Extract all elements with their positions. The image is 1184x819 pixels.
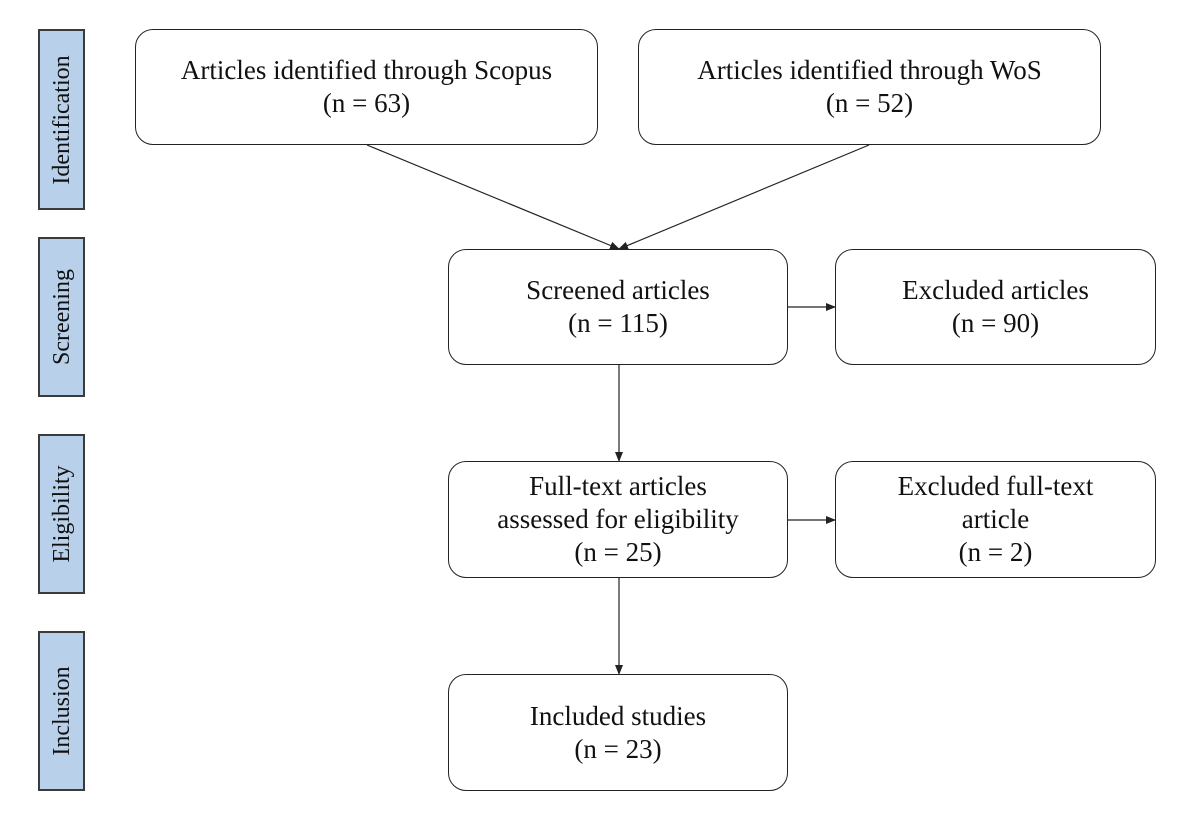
box-wos-title: Articles identified through WoS — [697, 55, 1042, 85]
box-scopus-title: Articles identified through Scopus — [180, 55, 553, 85]
box-excluded-count: (n = 90) — [951, 308, 1040, 338]
box-screened-count: (n = 115) — [568, 308, 668, 338]
stage-eligibility: Eligibility — [38, 434, 85, 594]
box-wos-articles: Articles identified through WoS (n = 52) — [638, 29, 1101, 145]
box-screened-title: Screened articles — [526, 275, 710, 305]
box-excluded-fulltext-count: (n = 2) — [958, 537, 1033, 567]
box-fulltext-assessed: Full-text articles assessed for eligibil… — [448, 461, 788, 578]
box-fulltext-count: (n = 25) — [574, 537, 662, 567]
box-excluded-articles: Excluded articles (n = 90) — [835, 249, 1156, 365]
box-excluded-fulltext-line2: article — [961, 504, 1030, 534]
box-included-studies: Included studies (n = 23) — [448, 674, 788, 791]
box-scopus-articles: Articles identified through Scopus (n = … — [135, 29, 598, 145]
stage-inclusion: Inclusion — [38, 631, 85, 791]
stage-screening: Screening — [38, 237, 85, 397]
box-fulltext-line2: assessed for eligibility — [497, 504, 739, 534]
arrow-wos-to-screened — [618, 144, 870, 250]
box-excluded-title: Excluded articles — [902, 275, 1089, 305]
box-included-count: (n = 23) — [574, 733, 662, 764]
box-excluded-fulltext: Excluded full-text article (n = 2) — [835, 461, 1156, 578]
box-fulltext-line1: Full-text articles — [529, 471, 707, 501]
box-screened-articles: Screened articles (n = 115) — [448, 249, 788, 365]
stage-identification: Identification — [38, 29, 85, 210]
box-scopus-count: (n = 63) — [322, 88, 411, 118]
arrow-scopus-to-screened — [366, 144, 620, 250]
box-excluded-fulltext-line1: Excluded full-text — [897, 471, 1094, 501]
box-wos-count: (n = 52) — [825, 88, 914, 118]
box-included-title: Included studies — [529, 700, 707, 731]
